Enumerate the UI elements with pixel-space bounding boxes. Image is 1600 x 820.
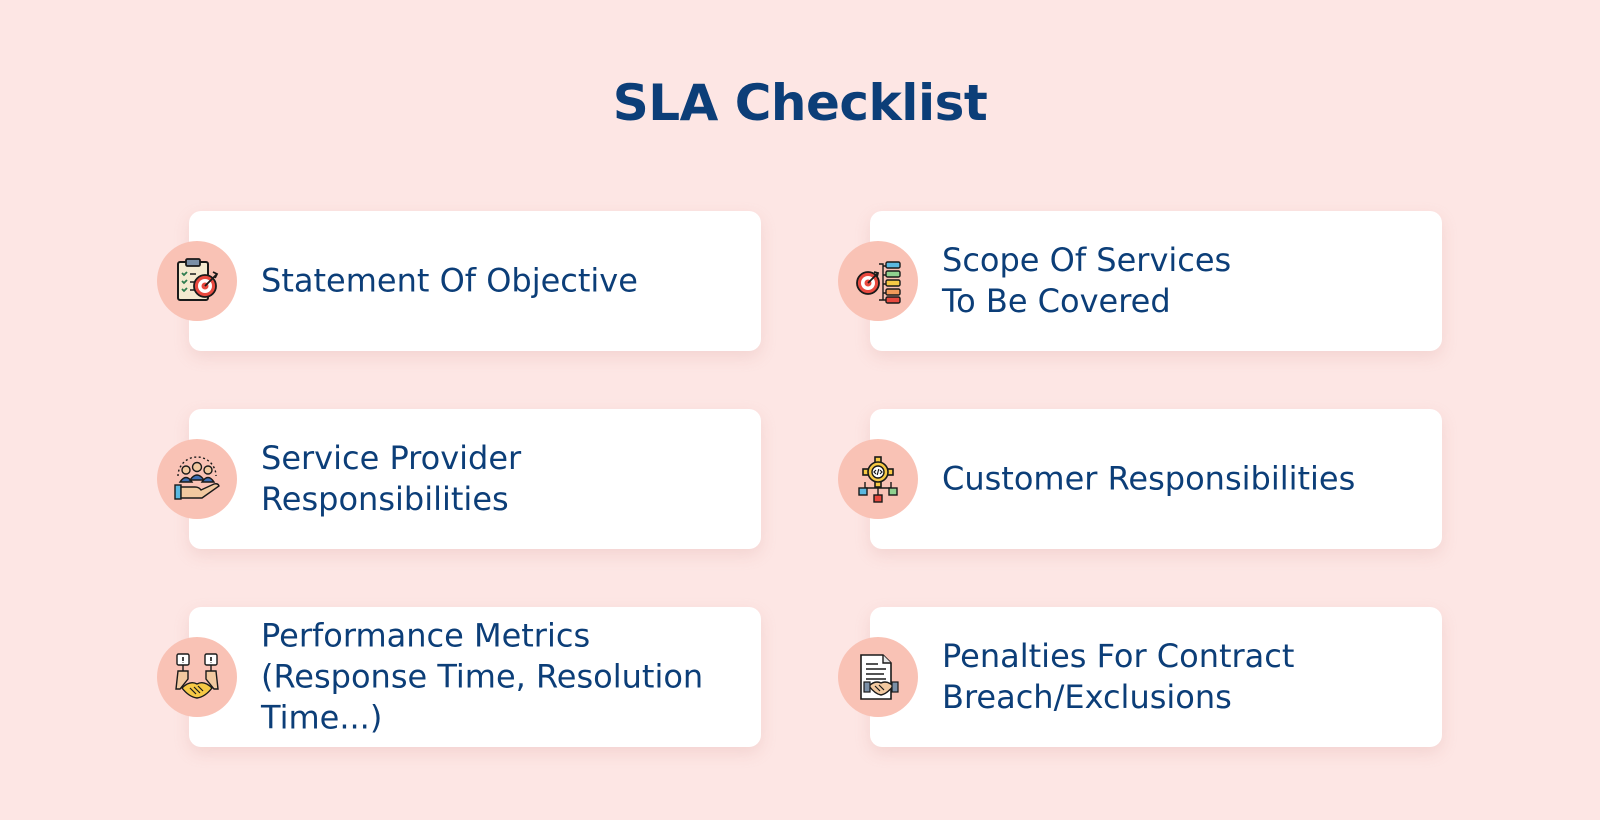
clipboard-target-icon xyxy=(177,258,219,301)
icon-badge xyxy=(157,241,237,321)
checklist-card-penalties: Penalties For Contract Breach/Exclusions xyxy=(838,607,1442,747)
icon-badge xyxy=(838,241,918,321)
icon-badge xyxy=(838,439,918,519)
card-label: Service Provider Responsibilities xyxy=(261,439,522,518)
card-label: Penalties For Contract Breach/Exclusions xyxy=(942,637,1295,716)
card-label: Performance Metrics (Response Time, Reso… xyxy=(261,616,704,737)
checklist-card-performance-metrics: Performance Metrics (Response Time, Reso… xyxy=(157,607,761,747)
checklist-card-statement-of-objective: Statement Of Objective xyxy=(157,211,761,351)
card-label: Customer Responsibilities xyxy=(942,459,1356,498)
gear-network-icon xyxy=(858,456,898,503)
card-label: Scope Of Services To Be Covered xyxy=(942,241,1232,320)
icon-badge xyxy=(838,637,918,717)
contract-handshake-icon xyxy=(860,654,899,700)
checklist-card-scope-of-services: Scope Of Services To Be Covered xyxy=(838,211,1442,351)
icon-badge xyxy=(157,637,237,717)
page-title: SLA Checklist xyxy=(612,74,988,132)
icon-badge xyxy=(157,439,237,519)
checklist-card-service-provider-responsibilities: Service Provider Responsibilities xyxy=(157,409,761,549)
handshake-metrics-icon xyxy=(175,653,219,699)
target-list-icon xyxy=(856,261,901,304)
checklist-card-customer-responsibilities: Customer Responsibilities xyxy=(838,409,1442,549)
team-hand-icon xyxy=(174,456,220,500)
card-label: Statement Of Objective xyxy=(261,261,638,300)
